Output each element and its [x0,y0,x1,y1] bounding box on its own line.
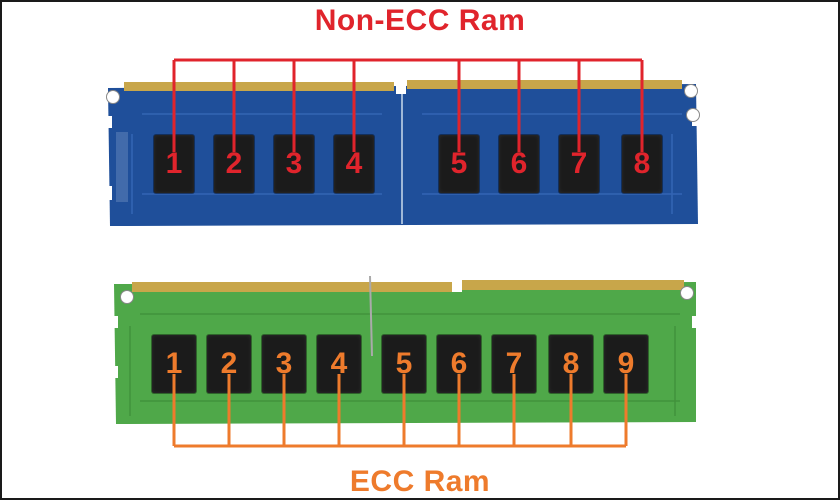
non-ecc-chip-label: 4 [345,147,363,180]
ecc-mount-hole-right [680,286,694,300]
ecc-title: ECC Ram [349,465,491,498]
ecc-mount-hole-left [120,290,134,304]
ecc-chip-label: 1 [165,347,183,380]
non-ecc-mount-hole-left [106,90,120,104]
ecc-chip-label: 3 [275,347,293,380]
non-ecc-chip-label: 8 [633,147,651,180]
ecc-chip-label: 2 [220,347,238,380]
non-ecc-chip-label: 2 [225,147,243,180]
ecc-chip-label: 7 [505,347,523,380]
non-ecc-ram-module [102,74,702,234]
ecc-chip-label: 8 [562,347,580,380]
non-ecc-pcb [102,80,702,226]
ecc-chip-label: 4 [330,347,348,380]
ecc-chip-label: 5 [395,347,413,380]
non-ecc-chip-label: 5 [450,147,468,180]
non-ecc-chip-label: 6 [510,147,528,180]
ecc-chip-9: 9 [604,335,648,393]
non-ecc-mount-hole-right-lower [686,108,700,122]
ecc-chip-label: 9 [617,347,635,380]
non-ecc-chip-label: 1 [165,147,183,180]
non-ecc-title: Non-ECC Ram [314,4,526,37]
non-ecc-chip-label: 3 [285,147,303,180]
non-ecc-mount-hole-right [684,84,698,98]
non-ecc-chip-label: 7 [570,147,588,180]
ecc-chip-label: 6 [450,347,468,380]
